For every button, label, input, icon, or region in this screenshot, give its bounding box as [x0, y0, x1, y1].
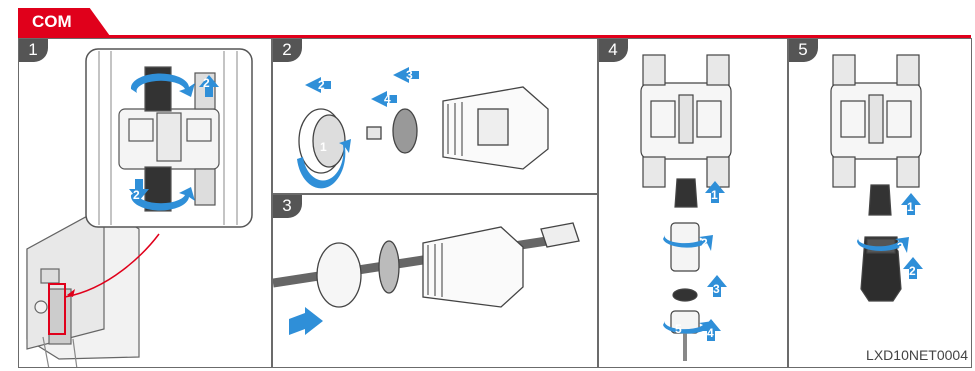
rj45-plug [675, 179, 697, 207]
push-arrow [289, 307, 323, 335]
panel-step-1: 1 [18, 38, 272, 368]
panel-step-4: 4 1 2 3 4 5 [598, 38, 788, 368]
badge-number: 3 [897, 240, 904, 254]
step-2-illustration: 2 1 3 4 [273, 39, 598, 194]
com-connector-block [641, 55, 731, 187]
badge-number: 1 [711, 188, 718, 202]
badge-number: 5 [675, 322, 682, 336]
badge-number: 4 [384, 92, 391, 106]
com-connector-block [831, 55, 921, 187]
step-3-illustration [273, 195, 598, 368]
section-title: COM [32, 12, 72, 32]
step-1-illustration: 2 2 [19, 39, 272, 368]
document-id: LXD10NET0004 [866, 347, 968, 363]
badge-number: 4 [707, 326, 714, 340]
badge-number: 3 [406, 68, 413, 82]
badge-number: 2 [701, 236, 708, 250]
badge-number: 2 [203, 76, 210, 90]
step-4-illustration: 1 2 3 4 5 [599, 39, 788, 368]
inverter-unit [27, 207, 139, 368]
seal-ring [379, 241, 399, 293]
seal-ring [673, 289, 697, 301]
badge-number: 2 [133, 188, 140, 202]
badge-number: 1 [907, 200, 914, 214]
rj45-plug [541, 223, 579, 247]
panel-step-2: 2 2 1 3 4 [272, 38, 598, 194]
badge-number: 2 [318, 78, 325, 92]
panel-step-5: 5 1 2 3 LXD10NET0004 [788, 38, 972, 368]
badge-number: 2 [909, 264, 916, 278]
panel-step-3: 3 [272, 194, 598, 368]
rj45-plug [869, 185, 891, 215]
connector-body [423, 227, 523, 307]
seal-pin [367, 127, 381, 139]
step-5-illustration: 1 2 3 [789, 39, 972, 368]
badge-number: 1 [320, 140, 327, 154]
badge-number: 3 [713, 282, 720, 296]
sealing-nut [317, 243, 361, 307]
section-tab: COM [18, 8, 110, 36]
seal-ring [393, 109, 417, 153]
